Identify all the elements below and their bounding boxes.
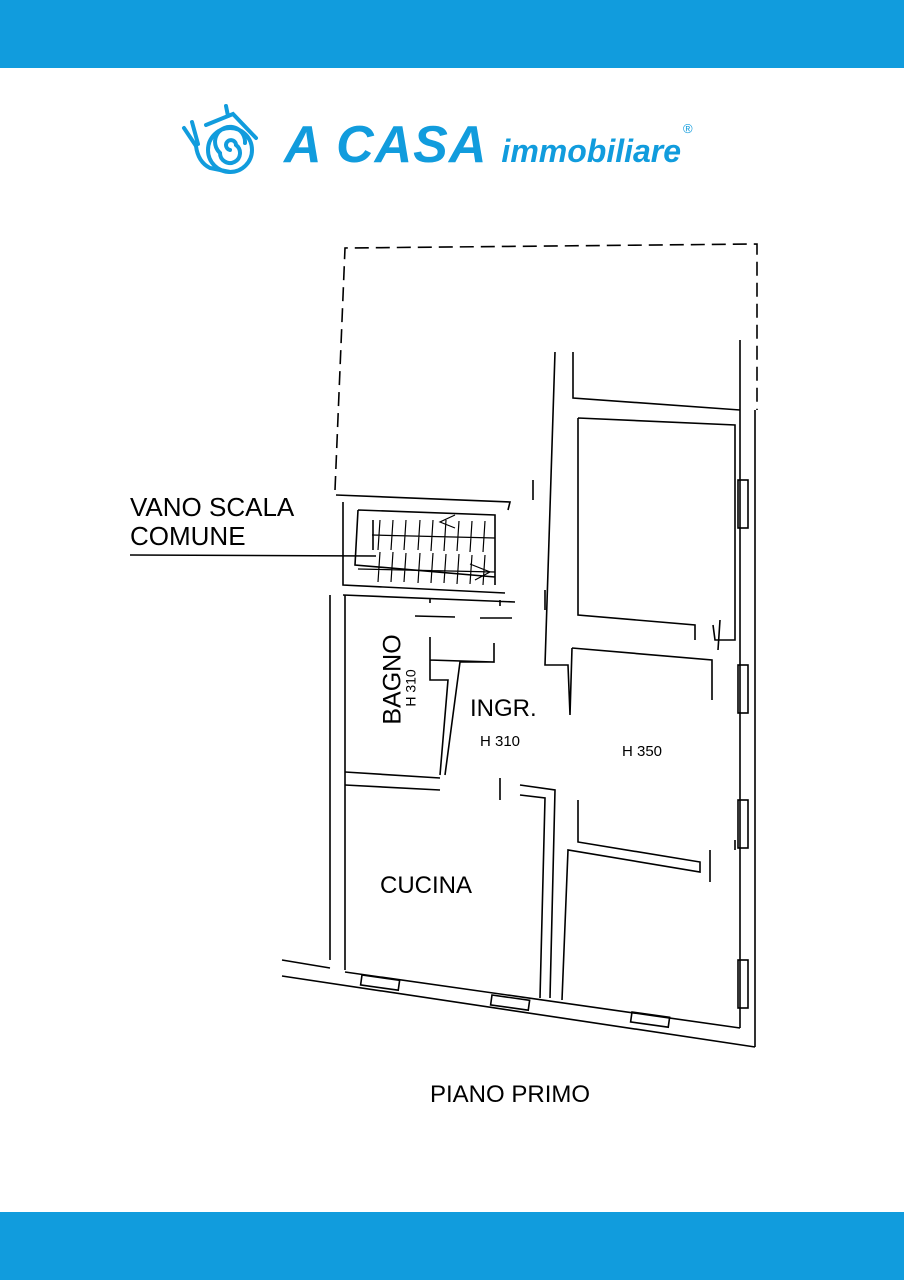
entrance-label: INGR.	[470, 695, 537, 722]
floor-title: PIANO PRIMO	[430, 1081, 591, 1108]
door-gap	[532, 480, 721, 651]
entrance-wall	[414, 615, 512, 776]
bottom-wall	[281, 959, 756, 1048]
window	[359, 974, 401, 992]
kitchen-label: CUCINA	[380, 872, 473, 899]
kitchen-wall	[344, 771, 556, 999]
courtyard-boundary	[334, 243, 758, 491]
room-divider	[561, 800, 736, 1001]
logo-main-text: A CASA	[284, 116, 488, 174]
bathroom-height: H 310	[402, 669, 419, 707]
right-wall	[739, 340, 756, 1047]
window	[489, 994, 531, 1012]
company-logo: A CASA immobiliare ®	[178, 100, 693, 180]
spine-wall	[544, 351, 741, 716]
registered-mark: ®	[683, 121, 693, 136]
stair-wall-bottom	[342, 594, 516, 606]
window	[737, 799, 749, 849]
stair-steps	[357, 514, 496, 586]
window	[737, 664, 749, 714]
stair-outline	[335, 494, 512, 594]
snail-house-icon	[182, 104, 258, 174]
bottom-banner	[0, 1212, 904, 1280]
logo-sub-text: immobiliare	[501, 133, 682, 169]
window	[629, 1011, 671, 1029]
stair-label-line2: COMUNE	[130, 521, 246, 551]
room-height: H 350	[622, 743, 663, 760]
window	[737, 479, 749, 529]
window	[737, 959, 749, 1009]
stair-label-line1: VANO SCALA	[130, 492, 295, 522]
leader-line	[129, 554, 377, 557]
top-banner	[0, 0, 904, 68]
entrance-height: H 310	[480, 733, 521, 750]
left-wall	[329, 595, 346, 970]
